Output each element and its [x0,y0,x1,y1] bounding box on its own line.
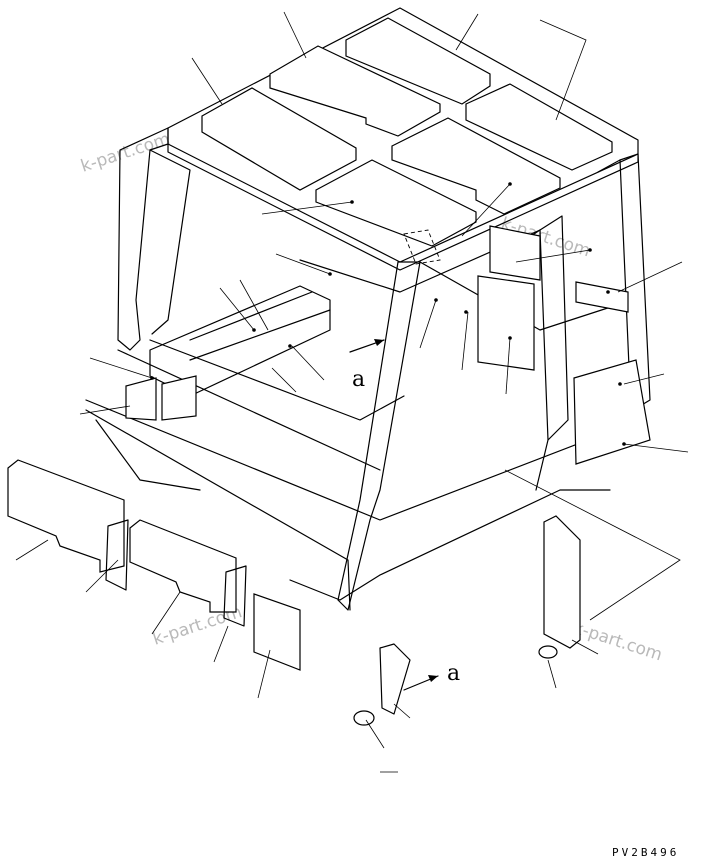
leader-lines [15,11,689,773]
arrow-head-icon [428,675,438,682]
lower-left-insulation-panels [7,459,301,671]
detail-label-a: a [447,661,460,686]
watermark: k-part.com [570,618,664,666]
door-parts [353,515,581,726]
view-label-a: a [352,367,365,392]
drawing-code: PV2B496 [612,846,679,859]
part-dots [150,182,626,446]
rubber-stopper-icon [538,645,558,659]
rubber-stopper-icon [353,710,375,726]
view-arrows [349,339,439,691]
cab-frame [85,7,681,621]
arrow-head-icon [374,339,384,346]
watermark: k-part.com [78,129,172,177]
